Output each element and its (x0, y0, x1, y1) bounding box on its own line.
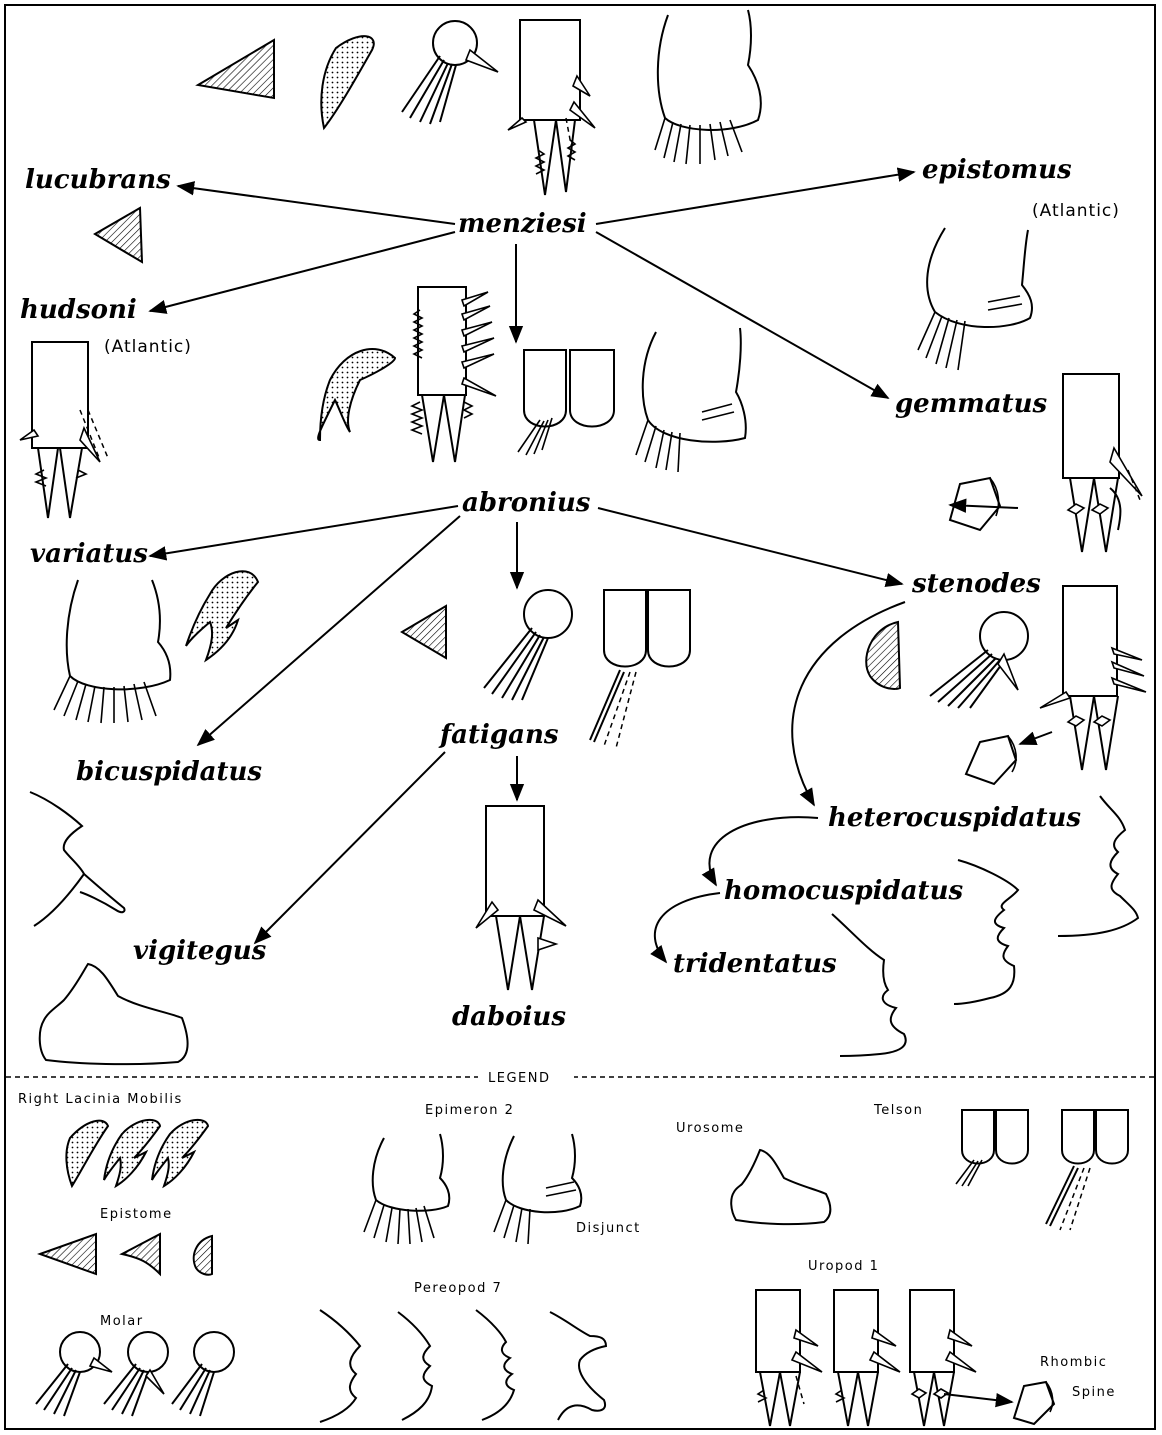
daboius-uropod (476, 806, 566, 990)
legend-urosome-icon (731, 1150, 830, 1224)
homocuspidatus-pereopod (954, 860, 1018, 1004)
legend-pereopod-label: Pereopod 7 (414, 1281, 502, 1296)
label-epistomus: epistomus (922, 155, 1072, 185)
legend-epimeron-label: Epimeron 2 (425, 1103, 514, 1118)
label-variatus: variatus (30, 539, 148, 569)
variatus-lacinia (186, 571, 258, 660)
legend-urosome-label: Urosome (676, 1121, 744, 1136)
fatigans-epistome (402, 606, 446, 658)
menziesi-lacinia (321, 36, 373, 128)
label-bicuspidatus: bicuspidatus (76, 757, 262, 787)
label-stenodes: stenodes (911, 569, 1041, 599)
abronius-telson (518, 350, 614, 455)
arrow-stenodes-rhombic (1020, 732, 1052, 744)
legend-title: LEGEND (488, 1071, 550, 1086)
legend-epistome-icons (40, 1234, 212, 1275)
label-menziesi: menziesi (458, 209, 587, 239)
fatigans-telson (590, 590, 690, 748)
label-daboius: daboius (452, 1002, 566, 1032)
arrow-menziesi-gemmatus (596, 232, 888, 398)
label-abronius: abronius (462, 488, 591, 518)
hudsoni-uropod (20, 342, 108, 518)
label-fatigans: fatigans (438, 720, 559, 750)
legend-telson-icons (956, 1110, 1128, 1230)
legend-right-lacinia-label: Right Lacinia Mobilis (18, 1092, 183, 1107)
stenodes-molar (930, 612, 1028, 708)
legend-uropod-icons (756, 1290, 1012, 1426)
legend-lacinia-icons (66, 1120, 208, 1186)
legend-pereopod-icons (320, 1310, 606, 1422)
label-hudsoni: hudsoni (20, 295, 137, 325)
menziesi-uropod (508, 20, 595, 195)
legend-molar-label: Molar (100, 1314, 144, 1329)
legend-rhombic-label-1: Rhombic (1040, 1355, 1107, 1370)
bicuspidatus-pereopod (30, 792, 125, 926)
menziesi-epimeron (655, 10, 761, 164)
label-heterocuspidatus: heterocuspidatus (828, 803, 1081, 833)
legend-telson-label: Telson (873, 1103, 923, 1118)
stenodes-uropod (1040, 586, 1146, 770)
note-hudsoni-atlantic: (Atlantic) (104, 337, 192, 357)
fatigans-molar (484, 590, 572, 700)
legend-rhombic-spine-icon (1014, 1382, 1054, 1424)
legend-epistome-label: Epistome (100, 1207, 173, 1222)
arrow-gemmatus-rhombic (950, 505, 1018, 508)
variatus-epimeron (54, 580, 170, 723)
stenodes-epistome (866, 622, 900, 689)
label-homocuspidatus: homocuspidatus (724, 876, 963, 906)
gemmatus-uropod (1063, 374, 1142, 552)
legend-disjunct-label: Disjunct (576, 1221, 641, 1236)
lucubrans-epistome (95, 208, 142, 262)
arrow-abronius-stenodes (598, 508, 902, 584)
lineage-arrows (150, 172, 1052, 962)
arrow-menziesi-hudsoni (150, 232, 455, 311)
legend-rhombic-label-2: Spine (1072, 1385, 1116, 1400)
abronius-epimeron (636, 328, 746, 472)
abronius-lacinia (318, 349, 395, 440)
label-tridentatus: tridentatus (673, 949, 837, 979)
tridentatus-pereopod (832, 914, 906, 1056)
arrow-menziesi-epistomus (596, 172, 914, 224)
gemmatus-rhombic-spine (950, 478, 1000, 530)
arrow-fatigans-vigitegus (255, 752, 445, 943)
vigitegus-urosome (40, 964, 188, 1064)
label-vigitegus: vigitegus (133, 936, 267, 966)
label-lucubrans: lucubrans (25, 165, 171, 195)
menziesi-epistome (198, 40, 274, 98)
epistomus-epimeron (918, 228, 1032, 370)
arrow-abronius-variatus (150, 506, 458, 556)
stenodes-rhombic-spine (966, 736, 1016, 784)
label-gemmatus: gemmatus (895, 389, 1048, 419)
legend-molar-icons (36, 1332, 234, 1416)
arrow-menziesi-lucubrans (178, 186, 455, 224)
abronius-uropod (412, 287, 496, 462)
arrow-heterocuspidatus-homocuspidatus (709, 817, 818, 885)
legend-epimeron-icons (364, 1134, 581, 1244)
legend-uropod-label: Uropod 1 (808, 1259, 879, 1274)
note-epistomus-atlantic: (Atlantic) (1032, 201, 1120, 221)
menziesi-molar (402, 21, 498, 124)
